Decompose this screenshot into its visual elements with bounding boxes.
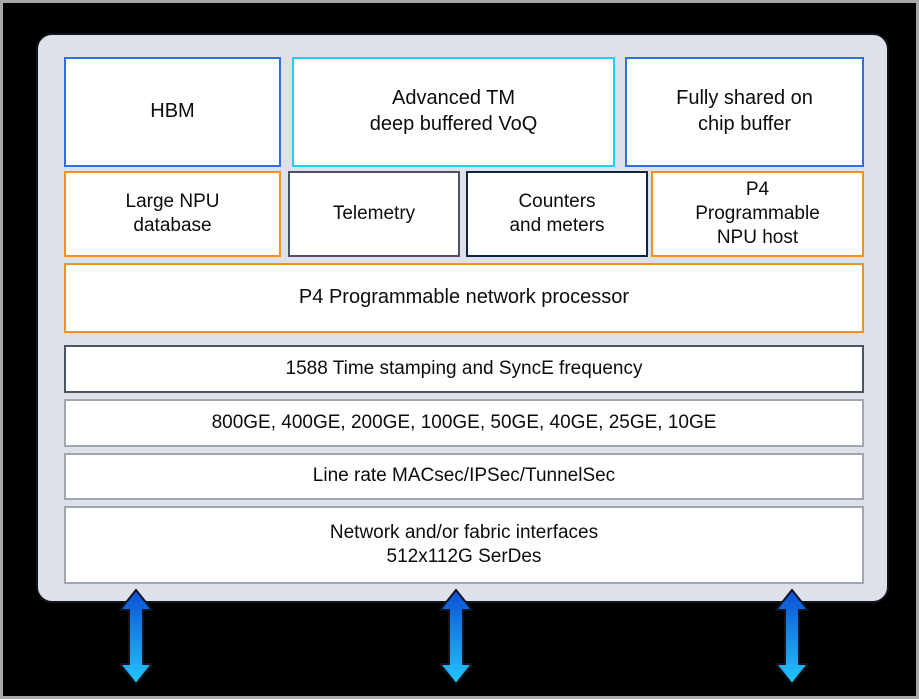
chip-panel: HBM Advanced TM deep buffered VoQ Fully … (36, 33, 889, 603)
block-ethernet-speeds[interactable]: 800GE, 400GE, 200GE, 100GE, 50GE, 40GE, … (64, 399, 864, 447)
bidirectional-arrow-center (437, 588, 475, 686)
block-line-rate-security[interactable]: Line rate MACsec/IPSec/TunnelSec (64, 453, 864, 500)
block-advanced-tm[interactable]: Advanced TM deep buffered VoQ (292, 57, 615, 167)
block-p4-network-processor[interactable]: P4 Programmable network processor (64, 263, 864, 333)
block-1588-timing[interactable]: 1588 Time stamping and SyncE frequency (64, 345, 864, 393)
block-telemetry[interactable]: Telemetry (288, 171, 460, 257)
block-counters-and-meters[interactable]: Counters and meters (466, 171, 648, 257)
block-fully-shared-buffer[interactable]: Fully shared on chip buffer (625, 57, 864, 167)
block-network-fabric-interfaces[interactable]: Network and/or fabric interfaces 512x112… (64, 506, 864, 584)
block-p4-npu-host[interactable]: P4 Programmable NPU host (651, 171, 864, 257)
block-hbm[interactable]: HBM (64, 57, 281, 167)
block-large-npu-database[interactable]: Large NPU database (64, 171, 281, 257)
bidirectional-arrow-right (773, 588, 811, 686)
bidirectional-arrow-left (117, 588, 155, 686)
